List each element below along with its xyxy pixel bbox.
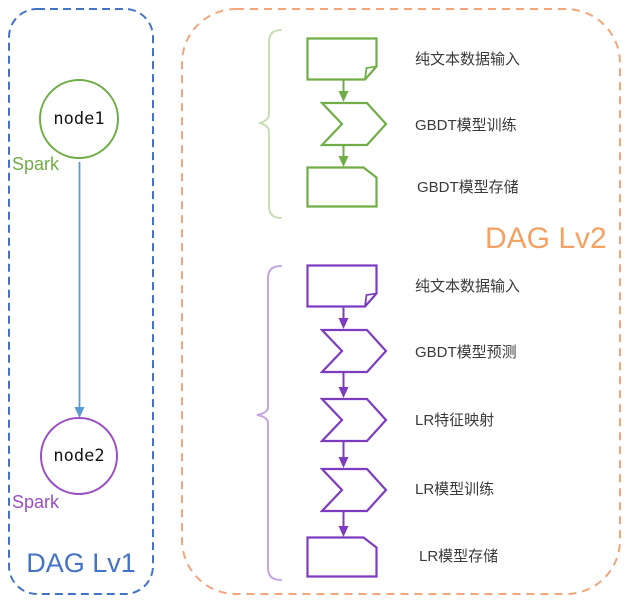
card-shape-gbdt-store [306, 166, 378, 208]
lr-group-brace-icon [256, 265, 282, 581]
dag-lv1-title: DAG Lv1 [26, 548, 136, 578]
chevron-shape-gbdt-predict [320, 328, 388, 374]
flow-arrow-icon [338, 442, 349, 468]
dag-lv2-title: DAG Lv2 [485, 222, 607, 255]
document-shape-lr-input [306, 264, 378, 308]
step-label: GBDT模型存储 [417, 179, 519, 196]
flow-arrow-icon [338, 307, 349, 329]
gbdt-group-brace-icon [258, 29, 282, 219]
step-label: LR特征映射 [415, 412, 495, 429]
node2-engine-label: Spark [12, 492, 60, 512]
flow-arrow-icon [338, 80, 349, 102]
step-label: LR模型存储 [419, 548, 499, 565]
flow-arrow-icon [338, 146, 349, 167]
node1-circle: node1 [39, 79, 119, 159]
document-shape-gbdt-input [306, 37, 378, 81]
step-label: 纯文本数据输入 [415, 278, 521, 295]
chevron-shape-lr-train [320, 467, 388, 513]
dag-lv1-panel-border [8, 8, 154, 595]
node1-label: node1 [53, 109, 105, 129]
step-label: 纯文本数据输入 [415, 51, 521, 68]
edge-arrow-node1-node2 [74, 162, 85, 418]
chevron-shape-gbdt-train [320, 101, 388, 147]
node2-label: node2 [53, 446, 105, 466]
flow-arrow-icon [338, 512, 349, 537]
chevron-shape-lr-feature-map [320, 397, 388, 443]
step-label: GBDT模型训练 [415, 117, 517, 134]
step-label: LR模型训练 [415, 481, 495, 498]
step-label: GBDT模型预测 [415, 344, 517, 361]
dag-lv2-panel-border [181, 8, 621, 595]
node2-circle: node2 [40, 417, 118, 495]
flow-arrow-icon [338, 373, 349, 398]
node1-engine-label: Spark [12, 154, 60, 174]
card-shape-lr-store [306, 536, 378, 578]
